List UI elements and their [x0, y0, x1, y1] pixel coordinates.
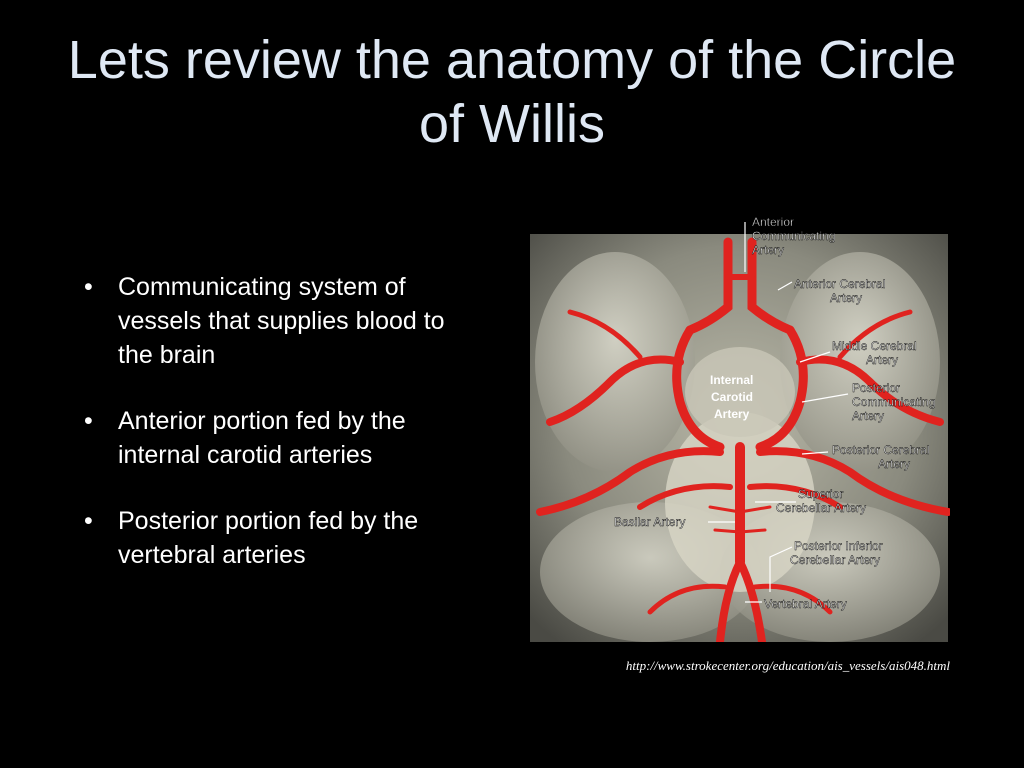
right-vertebral-artery [736, 558, 766, 642]
leader-lines [708, 222, 849, 603]
label-superior-cerebellar: Superior Cerebellar Artery [776, 487, 866, 515]
bullet-text: Posterior portion fed by the vertebral a… [118, 507, 419, 569]
left-vertebral-artery [716, 558, 744, 642]
diagram-labels: Anterior Communicating Artery Anterior C… [614, 215, 939, 611]
bullet-item: • Anterior portion fed by the internal c… [72, 404, 452, 472]
left-anterior-cerebral-artery [685, 237, 733, 335]
posterior-inferior-cerebellar-artery [647, 583, 728, 615]
bullet-marker: • [84, 407, 93, 435]
label-middle-cerebral: Middle Cerebral Artery [832, 339, 920, 367]
left-internal-carotid [672, 325, 725, 452]
bullet-item: • Communicating system of vessels that s… [72, 270, 452, 372]
bullet-marker: • [84, 273, 93, 301]
artery-network [536, 237, 950, 642]
left-middle-cerebral-artery [546, 355, 684, 426]
label-anterior-communicating: Anterior Communicating Artery [752, 215, 839, 257]
right-internal-carotid [755, 325, 808, 452]
left-superior-cerebellar-artery [637, 483, 733, 510]
label-basilar: Basilar Artery [614, 515, 685, 529]
bullet-marker: • [84, 507, 93, 535]
bullet-list: • Communicating system of vessels that s… [72, 270, 452, 604]
right-superior-cerebellar-artery [747, 483, 843, 510]
label-posterior-inferior-cerebellar: Posterior Inferior Cerebellar Artery [790, 539, 886, 567]
right-temporal-lobe [780, 252, 940, 472]
right-anterior-cerebral-artery [747, 237, 795, 335]
right-posterior-cerebral-artery [756, 447, 950, 516]
label-posterior-cerebral: Posterior Cerebral Artery [832, 443, 933, 471]
circle-of-willis-diagram: Anterior Communicating Artery Anterior C… [530, 215, 950, 642]
label-internal-carotid: Internal Carotid Artery [710, 373, 757, 421]
bullet-text: Anterior portion fed by the internal car… [118, 407, 406, 469]
pituitary-region [685, 347, 795, 437]
right-middle-cerebral-artery [796, 355, 944, 426]
left-temporal-lobe [535, 252, 695, 472]
bullet-text: Communicating system of vessels that sup… [118, 273, 445, 369]
label-posterior-communicating: Posterior Communicating Artery [852, 381, 939, 423]
label-vertebral: Vertebral Artery [764, 597, 847, 611]
left-posterior-cerebral-artery [536, 447, 724, 516]
slide-title: Lets review the anatomy of the Circle of… [67, 30, 957, 154]
image-source-caption: http://www.strokecenter.org/education/ai… [625, 658, 950, 673]
label-anterior-cerebral: Anterior Cerebral Artery [794, 277, 889, 305]
bullet-item: • Posterior portion fed by the vertebral… [72, 504, 452, 572]
